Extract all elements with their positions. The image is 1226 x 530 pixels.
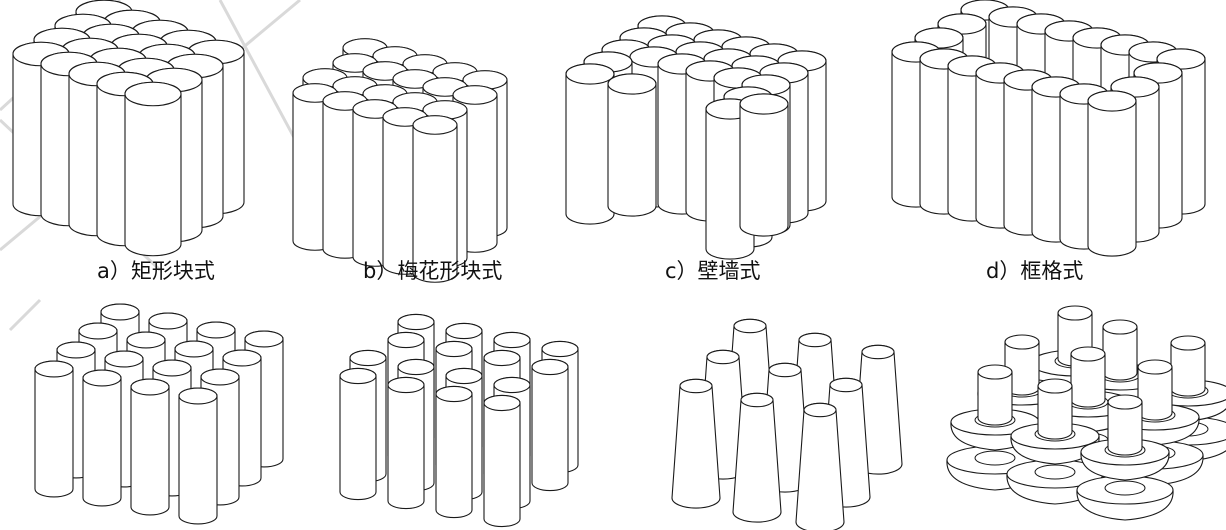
pile — [412, 115, 458, 283]
pile — [739, 93, 789, 237]
column-pile — [483, 394, 521, 528]
pile — [124, 81, 182, 257]
quincunx-columns-layout — [339, 313, 579, 528]
tapered-pile — [732, 392, 782, 523]
tapered-pile — [671, 378, 721, 509]
rectangular-columns-layout — [34, 303, 284, 525]
rectangular-block-layout — [12, 0, 245, 257]
caption-a: a）矩形块式 — [97, 259, 215, 283]
column-pile — [130, 378, 170, 516]
tapered-columns-layout — [671, 318, 903, 530]
pile — [1087, 90, 1137, 257]
quincunx-block-layout — [292, 38, 508, 283]
column-pile — [387, 376, 425, 510]
column-pile — [82, 369, 122, 507]
column-pile — [531, 358, 569, 492]
expanded-base-pile — [1076, 394, 1174, 521]
column-pile — [178, 387, 218, 525]
caption-b: b）梅花形块式 — [363, 259, 503, 283]
expanded-base-pile — [1006, 378, 1104, 505]
tapered-pile — [795, 402, 845, 530]
pile — [607, 73, 657, 217]
caption-d: d）框格式 — [986, 259, 1084, 283]
column-pile — [34, 360, 74, 498]
caption-c: c）壁墙式 — [665, 259, 761, 283]
wall-type-layout — [565, 15, 827, 260]
pile — [565, 63, 615, 225]
column-pile — [339, 367, 377, 501]
column-pile — [435, 385, 473, 519]
expanded-base-columns-layout — [946, 305, 1226, 521]
grid-frame-layout — [891, 0, 1206, 257]
